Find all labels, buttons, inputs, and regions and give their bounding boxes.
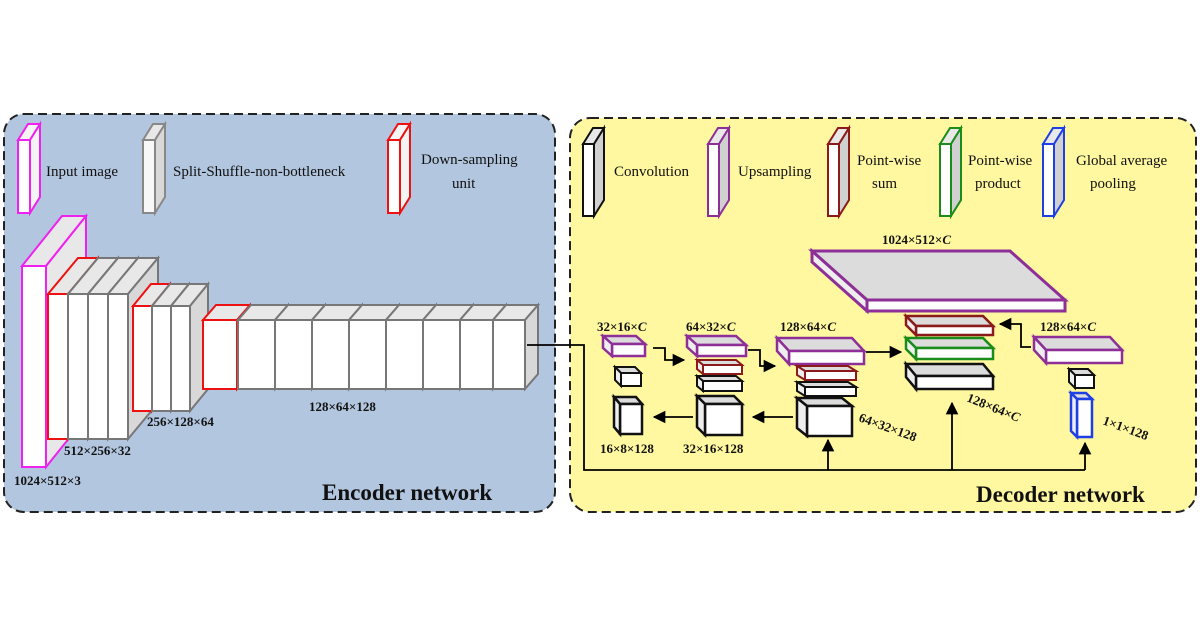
legend-gap-label-1: Global average	[1076, 153, 1168, 169]
decoder-title: Decoder network	[976, 482, 1145, 507]
decoder-dim-col1-bottom: 16×8×128	[600, 441, 654, 456]
decoder-conv-block-col1-a	[612, 364, 644, 389]
decoder-pointwise-product-block	[902, 334, 997, 363]
decoder-upsampling-block-right	[1031, 333, 1125, 367]
legend-pointwise-sum-icon	[826, 124, 851, 220]
decoder-conv-block-col2-b	[693, 392, 746, 439]
legend-upsampling-label: Upsampling	[738, 164, 812, 180]
encoder-ssnb-block	[490, 302, 541, 392]
decoder-gap-block	[1067, 389, 1096, 441]
legend-input-image-icon	[16, 120, 42, 217]
decoder-dim-top: 1024×512×C	[882, 232, 951, 247]
decoder-conv-block-col3-a	[793, 380, 860, 398]
decoder-conv-block-col3-b	[793, 395, 856, 439]
legend-pointwise-product-label-1: Point-wise	[968, 153, 1033, 169]
decoder-sum-block-col2	[694, 357, 745, 377]
decoder-upsampling-block-col1	[599, 333, 649, 359]
legend-convolution-icon	[581, 124, 606, 220]
decoder-sum-block-col3	[793, 364, 860, 382]
legend-pointwise-product-label-2: product	[975, 176, 1022, 192]
decoder-dim-col2: 64×32×C	[686, 319, 736, 334]
decoder-conv-block-col2-a	[694, 373, 745, 394]
legend-ssnb-icon	[141, 120, 167, 217]
encoder-dim-stage2: 256×128×64	[147, 414, 214, 429]
decoder-conv-block-right	[1066, 366, 1097, 391]
decoder-upsampling-block-col2	[683, 333, 750, 359]
connector-lines	[527, 317, 1092, 471]
legend-ssnb-label: Split-Shuffle-non-bottleneck	[173, 164, 346, 180]
decoder-conv-block-center	[903, 360, 996, 393]
legend-pointwise-sum-label-2: sum	[872, 176, 897, 192]
decoder-upsampling-block-col3	[774, 334, 867, 368]
decoder-conv-block-col1-b	[611, 393, 645, 438]
encoder-dim-stage3: 128×64×128	[309, 399, 376, 414]
encoder-dim-input: 1024×512×3	[14, 473, 81, 488]
legend-downsampling-icon	[386, 120, 412, 217]
decoder-dim-right: 128×64×C	[1040, 319, 1096, 334]
encoder-title: Encoder network	[322, 480, 492, 505]
legend-downsampling-label-2: unit	[452, 176, 476, 192]
encoder-dim-stage1: 512×256×32	[64, 443, 131, 458]
legend-downsampling-label-1: Down-sampling	[421, 152, 518, 168]
legend-pointwise-product-icon	[938, 124, 963, 220]
decoder-dim-col2-bottom: 32×16×128	[683, 441, 744, 456]
legend-upsampling-icon	[706, 124, 731, 220]
decoder-dim-col1: 32×16×C	[597, 319, 647, 334]
legend-convolution-label: Convolution	[614, 164, 690, 180]
legend-global-average-pooling-icon	[1041, 124, 1066, 220]
legend-pointwise-sum-label-1: Point-wise	[857, 153, 922, 169]
decoder-final-upsampling-block	[808, 247, 1069, 315]
legend-gap-label-2: pooling	[1090, 176, 1136, 192]
legend-input-image-label: Input image	[46, 164, 118, 180]
decoder-dim-col3: 128×64×C	[780, 319, 836, 334]
decoder-pointwise-sum-block	[902, 312, 997, 339]
encoder-ssnb-block	[168, 281, 211, 414]
